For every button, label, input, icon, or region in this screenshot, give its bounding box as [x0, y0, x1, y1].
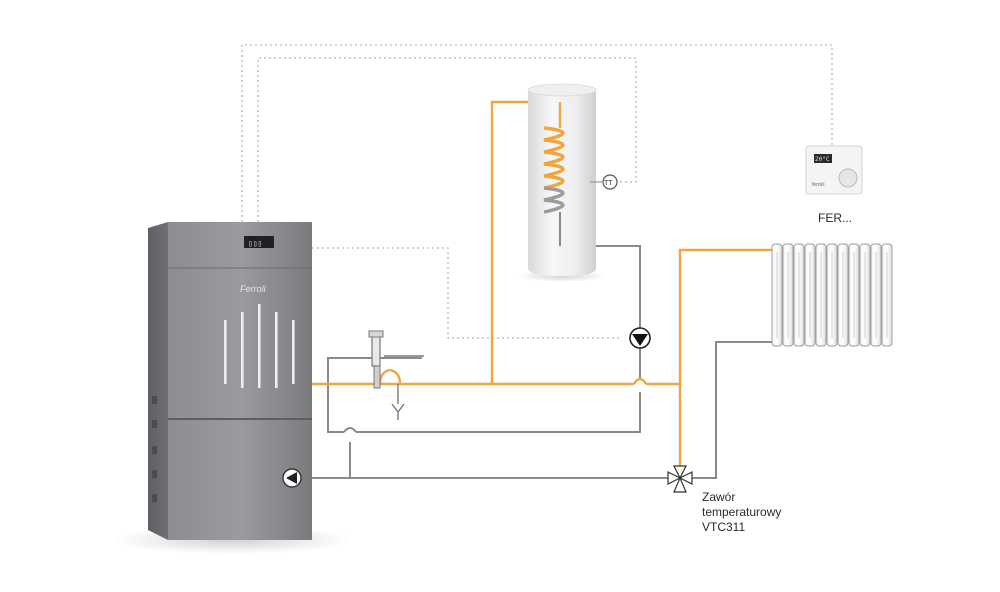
- signal-wires: [241, 44, 833, 339]
- vent-slot: [258, 304, 261, 388]
- valve-bottom-wing: [673, 476, 687, 493]
- boiler-side-panel: [148, 222, 168, 540]
- valve-label-line1: Zawór: [702, 490, 736, 504]
- valve-label: Zawór temperaturowy VTC311: [702, 490, 781, 535]
- hinge: [152, 470, 157, 478]
- valve-right-wing: [678, 471, 693, 485]
- boiler-supply-pipe-2: [646, 248, 772, 386]
- valve-label-line3: VTC311: [702, 520, 746, 534]
- thermostat-label: FER...: [818, 211, 852, 225]
- safety-group-pipe: [378, 368, 402, 385]
- hinge: [152, 446, 157, 454]
- coil-upper: [543, 126, 565, 190]
- thermostat-dial: [838, 168, 858, 188]
- boiler-logo: Ferroli: [240, 284, 267, 294]
- thermostat-display: [814, 154, 832, 163]
- hinge: [152, 420, 157, 428]
- coil-lower: [543, 186, 565, 214]
- three-way-valve: [667, 465, 693, 493]
- safety-valve-cap: [368, 330, 384, 338]
- vent-slot: [275, 312, 278, 388]
- pellet-boiler: ▯▯▯ Ferroli: [148, 222, 312, 540]
- thermostat-signal-wire: [241, 44, 833, 222]
- pump-signal-wire: [312, 247, 622, 339]
- safety-valve-group: [368, 330, 424, 420]
- boiler-side-hinges: [152, 396, 157, 502]
- pipe-crossovers: [343, 377, 648, 433]
- tank-sensor-symbol: TT: [604, 180, 613, 187]
- valve-left-wing: [667, 471, 682, 485]
- hinge: [152, 396, 157, 404]
- tank-pump-arrow: [632, 334, 648, 346]
- safety-valve-body: [371, 335, 381, 367]
- tank-heating-coil: [543, 126, 565, 214]
- boiler-vent-slots: [224, 304, 295, 388]
- crossover-return: [632, 377, 648, 385]
- boiler-display-text: ▯▯▯: [248, 239, 262, 248]
- vent-slot: [292, 320, 295, 384]
- boiler-front-upper: [168, 222, 312, 418]
- radiator: [771, 243, 893, 347]
- tank-sensor-signal-wire: [257, 57, 637, 222]
- valve-return-pipe: [692, 341, 772, 479]
- safety-valve-inner: [373, 365, 381, 389]
- hot-water-tank: TT: [518, 83, 618, 282]
- drain-funnel-icon: [391, 403, 405, 420]
- tank-top: [527, 83, 597, 97]
- vent-slot: [224, 320, 227, 384]
- boiler-display: [244, 236, 274, 248]
- tank-temperature-sensor-icon: [602, 174, 618, 190]
- hinge: [152, 494, 157, 502]
- boiler-pump-arrow: [286, 472, 297, 484]
- valve-top-wing: [673, 465, 687, 480]
- crossover-bypass: [343, 427, 357, 433]
- valve-label-line2: temperaturowy: [702, 505, 782, 519]
- tank-circuit-pump: [629, 327, 651, 349]
- vent-slot: [241, 312, 244, 388]
- thermostat-display-value: 20°C: [815, 156, 830, 163]
- tank-return-pipe-lower: [356, 392, 641, 433]
- thermostat-logo: ferroli: [812, 182, 825, 188]
- room-thermostat: 20°C ferroli: [805, 145, 863, 195]
